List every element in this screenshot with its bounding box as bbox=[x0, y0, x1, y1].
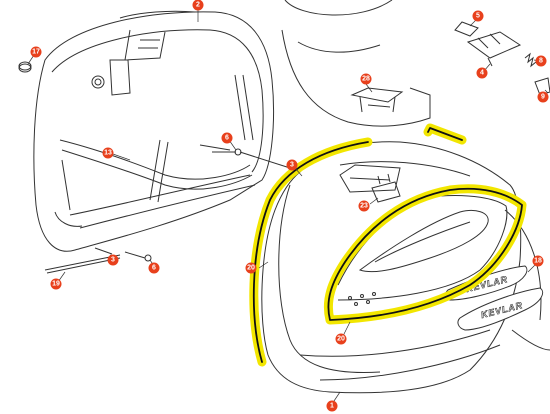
callout-20-left: 20 bbox=[245, 262, 257, 274]
callout-3-left: 3 bbox=[107, 254, 119, 266]
small-parts bbox=[18, 21, 550, 274]
svg-text:8: 8 bbox=[539, 58, 543, 65]
callout-9: 9 bbox=[537, 91, 549, 103]
emblem-plates: KEVLAR KEVLAR bbox=[444, 265, 544, 331]
callout-28: 28 bbox=[360, 73, 372, 85]
svg-text:23: 23 bbox=[360, 203, 368, 210]
svg-text:3: 3 bbox=[111, 257, 115, 264]
svg-text:18: 18 bbox=[534, 258, 542, 265]
callout-3-right: 3 bbox=[286, 159, 298, 171]
svg-text:1: 1 bbox=[330, 403, 334, 410]
callout-17: 17 bbox=[30, 46, 42, 58]
svg-text:2: 2 bbox=[196, 2, 200, 9]
callout-23: 23 bbox=[358, 200, 370, 212]
seal-outer-left bbox=[252, 141, 369, 363]
callout-18: 18 bbox=[532, 255, 544, 267]
callout-6-upper: 6 bbox=[221, 132, 233, 144]
emblem-plate-lower bbox=[457, 287, 544, 331]
svg-text:19: 19 bbox=[52, 281, 60, 288]
seal-lid-opening bbox=[327, 187, 523, 321]
callout-13: 13 bbox=[102, 147, 114, 159]
callout-8: 8 bbox=[535, 55, 547, 67]
callout-6-lower: 6 bbox=[148, 262, 160, 274]
svg-text:9: 9 bbox=[541, 94, 545, 101]
svg-text:17: 17 bbox=[32, 49, 40, 56]
svg-text:6: 6 bbox=[152, 265, 156, 272]
outer-case-shell bbox=[261, 141, 550, 394]
callout-4: 4 bbox=[476, 67, 488, 79]
callout-1: 1 bbox=[326, 400, 338, 412]
svg-text:4: 4 bbox=[480, 70, 484, 77]
svg-text:3: 3 bbox=[290, 162, 294, 169]
highlighted-seals bbox=[249, 123, 527, 367]
callout-5: 5 bbox=[472, 10, 484, 22]
callout-19: 19 bbox=[50, 278, 62, 290]
svg-text:6: 6 bbox=[225, 135, 229, 142]
svg-text:20: 20 bbox=[247, 265, 255, 272]
inner-case-shell bbox=[33, 10, 275, 252]
callout-20-lower: 20 bbox=[335, 333, 347, 345]
callouts: 2 17 13 6 3 3 6 19 bbox=[30, 0, 549, 412]
top-housing bbox=[281, 0, 431, 127]
seal-top-right bbox=[427, 127, 463, 141]
callout-2: 2 bbox=[192, 0, 204, 11]
svg-text:20: 20 bbox=[337, 336, 345, 343]
svg-text:28: 28 bbox=[362, 76, 370, 83]
svg-text:5: 5 bbox=[476, 13, 480, 20]
svg-text:13: 13 bbox=[104, 150, 112, 157]
